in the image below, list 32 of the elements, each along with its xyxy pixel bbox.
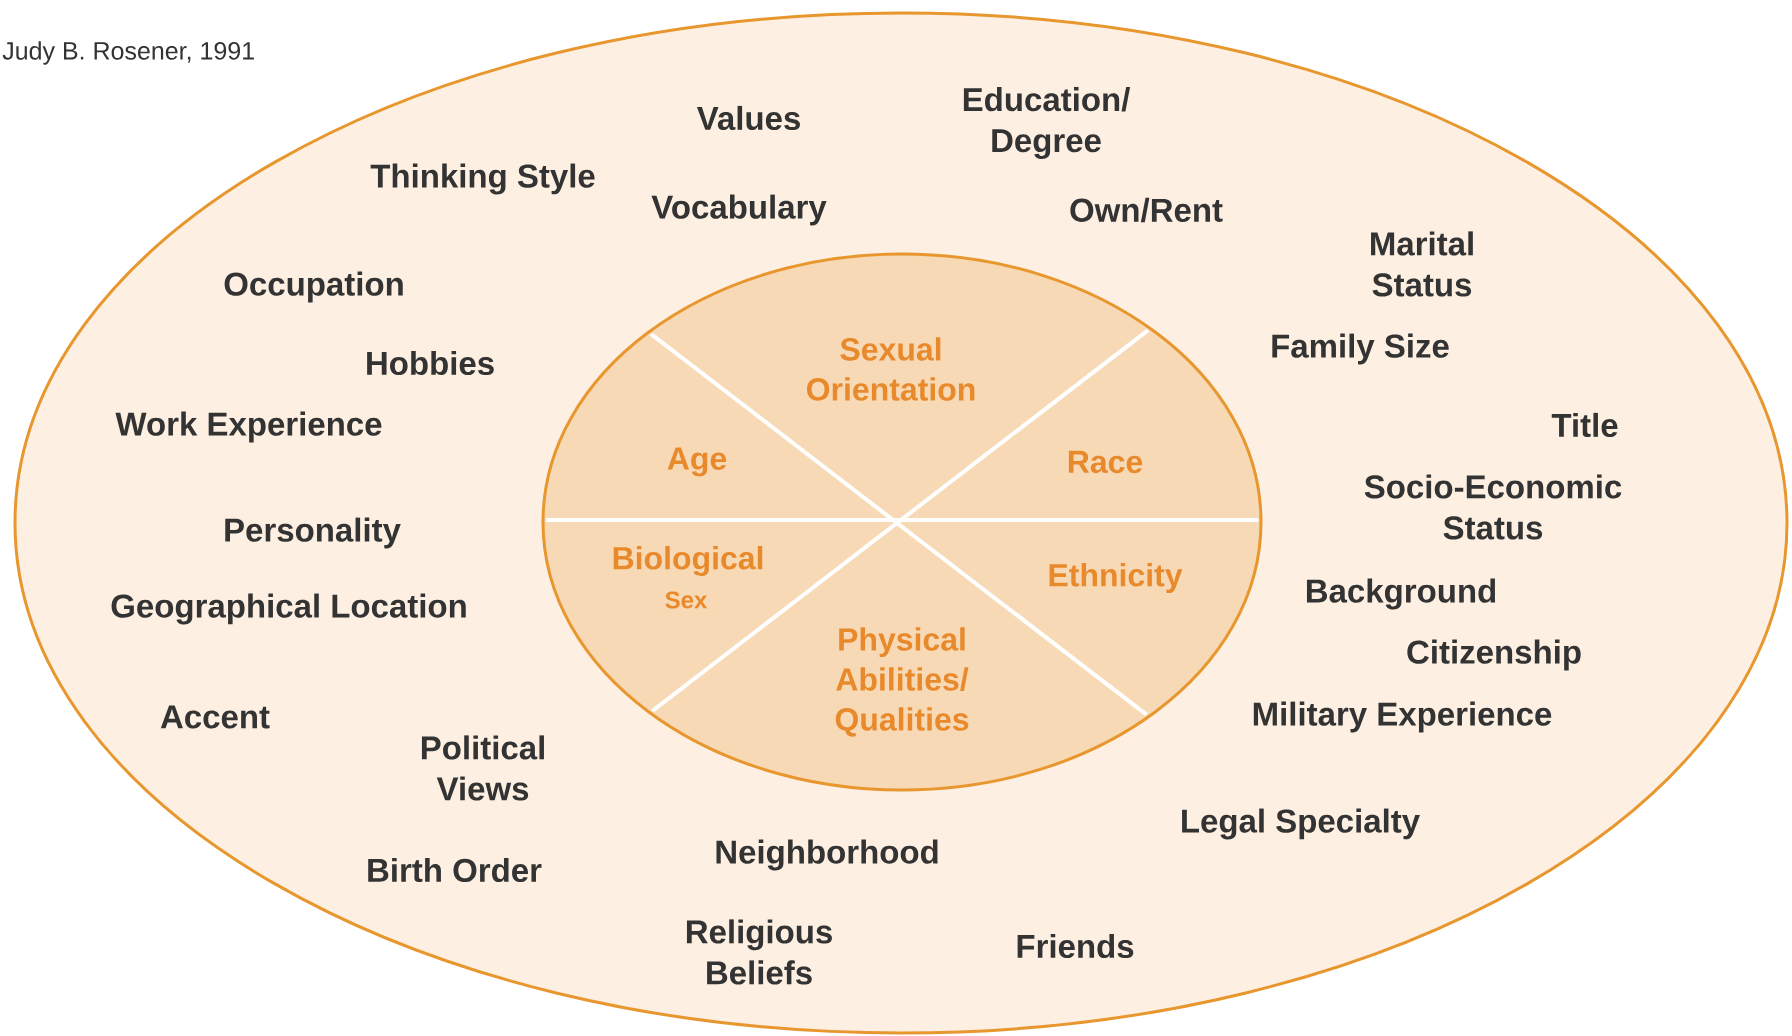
attribute-label: Personality: [225, 517, 401, 549]
attribute-label: Marital Status: [1371, 231, 1473, 297]
sector-label: Age: [667, 447, 727, 477]
attribute-label: Own/Rent: [1070, 197, 1223, 223]
sector-label: Physical Abilities/ Qualities: [835, 627, 969, 737]
attribute-label: Work Experience: [115, 411, 382, 443]
attribute-label: Socio-Economic Status: [1364, 474, 1622, 540]
attribute-label: Thinking Style: [370, 163, 595, 195]
sector-label: Race: [1068, 450, 1143, 474]
attribute-label: Family Size: [1272, 333, 1449, 365]
attribute-label: Citizenship: [1407, 639, 1581, 671]
attribute-label: Education/ Degree: [963, 87, 1131, 159]
sector-label: Sex: [665, 591, 708, 609]
attribute-label: Birth Order: [368, 857, 542, 883]
attribute-label: Background: [1306, 578, 1496, 610]
attribute-label: Geographical Location: [111, 593, 466, 625]
attribute-label: Title: [1551, 412, 1618, 438]
attribute-label: Religious Beliefs: [686, 919, 832, 985]
attribute-label: Occupation: [224, 271, 403, 303]
sector-label: Ethnicity: [1049, 563, 1183, 593]
source-note: Judy B. Rosener, 1991: [2, 41, 254, 65]
attribute-label: Vocabulary: [651, 194, 827, 226]
attribute-label: Military Experience: [1253, 701, 1552, 733]
attribute-label: Hobbies: [367, 350, 494, 376]
attribute-label: Legal Specialty: [1182, 808, 1420, 840]
attribute-label: Friends: [1017, 933, 1134, 959]
attribute-label: Accent: [160, 705, 270, 729]
sector-label: Sexual Orientation: [807, 337, 975, 401]
attribute-label: Neighborhood: [716, 839, 938, 871]
attribute-label: Values: [696, 105, 800, 131]
sector-label: Biological: [613, 546, 763, 576]
attribute-label: Political Views: [421, 735, 544, 801]
